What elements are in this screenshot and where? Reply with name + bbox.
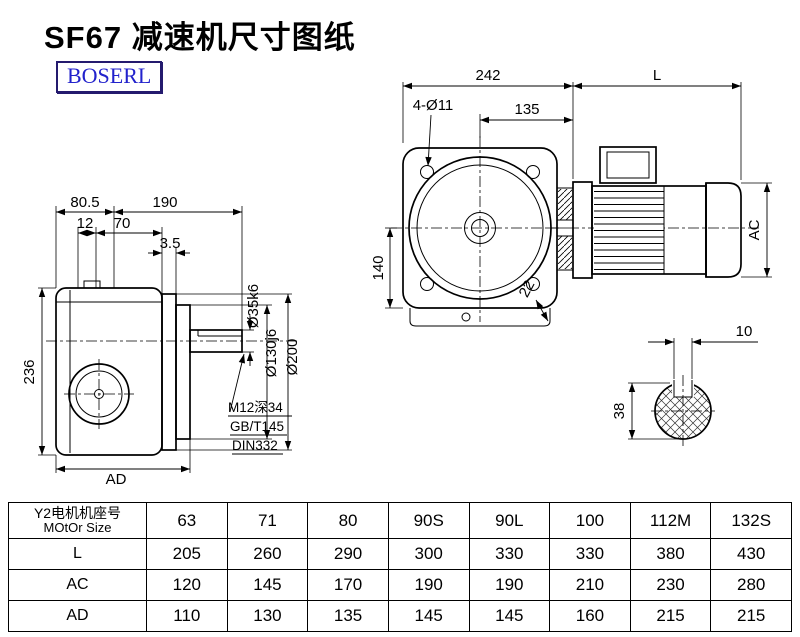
table-cell-size: 100 [549, 502, 631, 539]
fan-cowl [705, 182, 742, 278]
motor [548, 146, 760, 279]
table-cell: 170 [307, 569, 389, 601]
table-cell-size: 112M [629, 502, 712, 539]
input-bore-outer [464, 212, 496, 244]
bolt-hole [526, 165, 540, 179]
motor-flange [572, 181, 593, 279]
front-view-dimensions: 242 L 4-Ø11 135 140 22 AC [370, 67, 772, 322]
table-cell: 190 [387, 569, 470, 601]
side-view-dimensions: 80.5 190 12 70 3.5 236 AD Ø [21, 194, 301, 488]
dim-shaft-dia: Ø35k6 [245, 284, 262, 328]
table-cell: 280 [710, 569, 792, 601]
table-cell: 215 [629, 600, 712, 632]
bolt-hole [420, 277, 434, 291]
table-cell-size: 80 [307, 502, 389, 539]
table-cell-size: 90S [387, 502, 470, 539]
table-cell: 380 [629, 538, 712, 570]
shaft-section-view: 10 38 [611, 323, 758, 447]
dim-flange-dia: Ø200 [284, 339, 301, 376]
technical-drawing: 80.5 190 12 70 3.5 236 AD Ø [21, 67, 772, 488]
table-cell: 205 [146, 538, 228, 570]
dim-236: 236 [21, 359, 38, 384]
table-cell: 145 [468, 600, 551, 632]
note-leader [229, 353, 245, 413]
dim-190: 190 [152, 194, 177, 211]
row-label-AD: AD [8, 600, 147, 632]
table-cell-size: 132S [710, 502, 792, 539]
row-label-AC: AC [8, 569, 147, 601]
bolt-hole [420, 165, 434, 179]
table-cell: 330 [549, 538, 631, 570]
flange-circle-inner [416, 164, 544, 292]
dim-key-height-38: 38 [611, 403, 628, 420]
table-cell-size: 90L [468, 502, 551, 539]
table-cell: 290 [307, 538, 389, 570]
dim-70: 70 [114, 215, 131, 232]
table-header-row: Y2电机机座号 MOtOr Size 63 71 80 90S 90L 100 … [8, 502, 792, 539]
table-cell: 210 [549, 569, 631, 601]
table-cell: 330 [468, 538, 551, 570]
table-row-AC: AC 120 145 170 190 190 210 230 280 [8, 569, 792, 601]
dim-22: 22 [516, 278, 539, 301]
page-title: SF67 减速机尺寸图纸 [44, 20, 356, 55]
adapter-hatch-bottom [558, 236, 572, 269]
boserl-logo: BOSERL [56, 61, 163, 94]
table-cell-size: 63 [146, 502, 228, 539]
row-label-L: L [8, 538, 147, 570]
table-cell: 430 [710, 538, 792, 570]
cover-circle-inner [75, 370, 123, 418]
table-row-L: L 205 260 290 300 330 330 380 430 [8, 538, 792, 570]
motor-size-header-cell: Y2电机机座号 MOtOr Size [8, 502, 147, 539]
dim-140: 140 [370, 255, 387, 280]
bolt-hole [526, 277, 540, 291]
table-cell: 260 [226, 538, 309, 570]
dim-L: L [653, 67, 661, 84]
motor-size-table: Y2电机机座号 MOtOr Size 63 71 80 90S 90L 100 … [8, 502, 792, 632]
table-cell: 190 [468, 569, 551, 601]
adapter-hatch-top [558, 189, 572, 220]
note-din-standard: DIN332 [232, 438, 278, 453]
dim-3-5: 3.5 [160, 235, 181, 252]
dim-AC: AC [746, 219, 763, 240]
table-row-AD: AD 110 130 135 145 145 160 215 215 [8, 600, 792, 632]
dim-80-5: 80.5 [70, 194, 99, 211]
dim-bolt-holes: 4-Ø11 [413, 97, 454, 114]
dim-key-width-10: 10 [736, 323, 753, 340]
table-cell: 300 [387, 538, 470, 570]
input-bore-inner [471, 219, 489, 237]
table-cell: 230 [629, 569, 712, 601]
gearbox-body [55, 287, 163, 456]
front-flange-view [391, 136, 569, 327]
motor-fins [594, 189, 664, 271]
dim-242: 242 [475, 67, 500, 84]
dim-12: 12 [77, 215, 94, 232]
output-shaft [189, 329, 243, 353]
terminal-box-lid [606, 151, 650, 179]
terminal-box [599, 146, 657, 184]
table-cell: 145 [226, 569, 309, 601]
table-cell: 130 [226, 600, 309, 632]
flange-spigot [175, 304, 191, 440]
keyway-mask [672, 379, 694, 397]
output-flange-plate [161, 293, 177, 451]
motor-size-label-en: MOtOr Size [43, 520, 112, 536]
table-cell: 215 [710, 600, 792, 632]
dim-spigot-dia: Ø130j6 [263, 329, 280, 377]
motor-size-label-cn: Y2电机机座号 [33, 504, 122, 521]
table-cell: 120 [146, 569, 228, 601]
table-cell: 145 [387, 600, 470, 632]
dim-135: 135 [514, 101, 539, 118]
lifting-lug [83, 280, 101, 289]
housing-bottom [409, 308, 551, 327]
table-cell-size: 71 [226, 502, 309, 539]
note-gb-standard: GB/T145 [230, 419, 284, 434]
drain-plug [461, 312, 471, 322]
table-cell: 160 [549, 600, 631, 632]
note-thread: M12深34 [228, 400, 283, 415]
dim-AD: AD [106, 471, 127, 488]
table-cell: 110 [146, 600, 228, 632]
side-view [46, 280, 300, 456]
table-cell: 135 [307, 600, 389, 632]
